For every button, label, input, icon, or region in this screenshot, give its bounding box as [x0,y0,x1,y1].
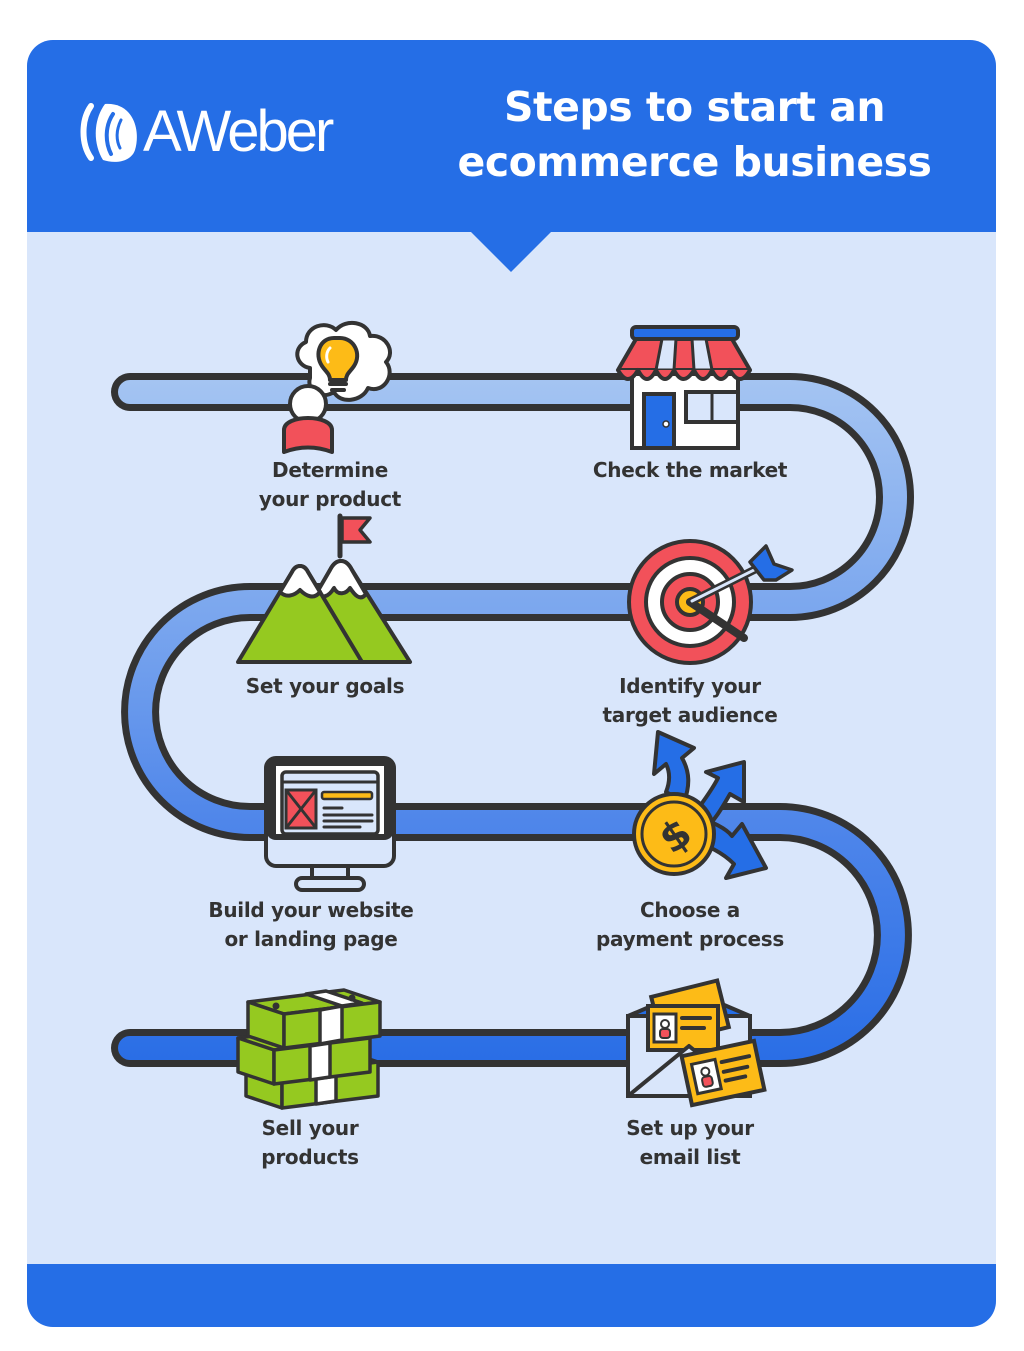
envelope-cards-icon [626,978,767,1108]
infographic-card: AWeber Steps to start an ecommerce busin… [27,40,996,1327]
step-1-line-1: Determine [272,458,388,482]
header-pointer [470,231,552,272]
step-2-line-1: Check the market [592,458,788,482]
aweber-wave-icon [80,103,137,162]
step-5-label: Build your website or landing page [208,896,413,954]
step-5-line-1: Build your website [208,898,414,922]
road-fill [118,380,907,1060]
step-7-label: Set up your email list [626,1114,754,1172]
step-7-line-1: Set up your [626,1116,754,1140]
step-6-line-2: payment process [595,927,785,951]
step-2-label: Check the market [592,456,788,485]
money-stack-icon [236,988,382,1110]
step-1-line-2: your product [258,487,402,511]
step-6-line-1: Choose a [640,898,740,922]
storefront-icon [616,325,752,450]
title-line-2: ecommerce business [457,138,932,186]
step-8-line-1: Sell your [261,1116,359,1140]
step-8-label: Sell your products [261,1114,359,1172]
step-3-label: Identify your target audience [603,672,778,730]
step-1-label: Determine your product [259,456,401,514]
step-6-label: Choose a payment process [596,896,784,954]
aweber-logo: AWeber [79,99,334,164]
step-7-line-2: email list [639,1145,741,1169]
brand-name: AWeber [143,99,334,164]
target-arrow-icon [627,539,794,665]
step-5-line-2: or landing page [224,927,398,951]
page-title: Steps to start an ecommerce business [422,80,967,190]
step-3-line-2: target audience [602,703,778,727]
title-line-1: Steps to start an [503,83,886,131]
monitor-website-icon [264,756,396,892]
coin-arrows-icon: $ [632,730,768,880]
header-banner: AWeber Steps to start an ecommerce busin… [27,40,996,232]
step-4-label: Set your goals [245,672,405,701]
lightbulb-thinking-person-icon [282,320,392,454]
step-3-line-1: Identify your [619,674,761,698]
footer-banner [27,1264,996,1327]
step-4-line-1: Set your goals [245,674,405,698]
mountain-flag-icon [236,513,412,664]
step-8-line-2: products [261,1145,359,1169]
